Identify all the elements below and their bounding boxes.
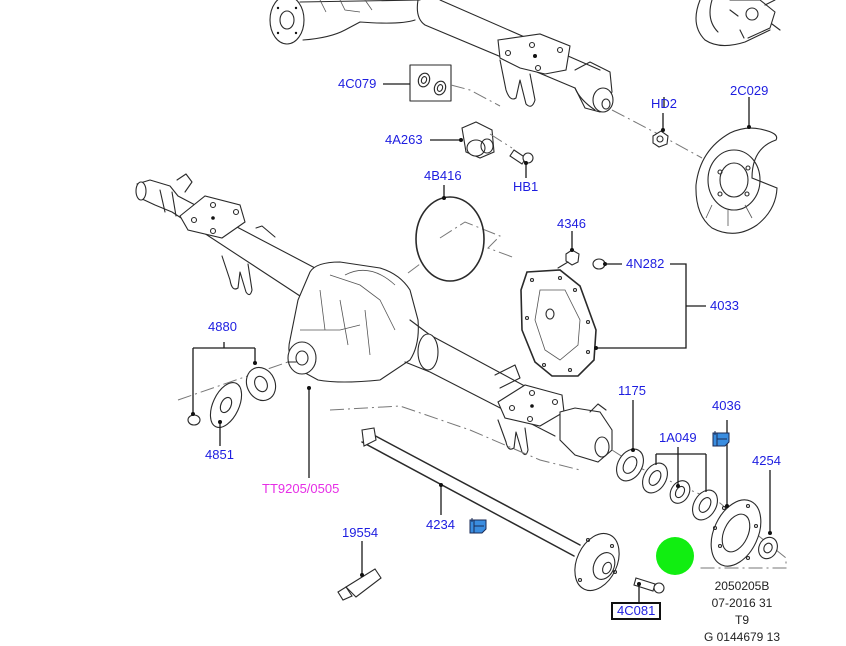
callout-4851[interactable]: 4851 [205, 447, 234, 462]
callout-HB1[interactable]: HB1 [513, 179, 539, 194]
highlight-marker [656, 537, 694, 575]
part-2C029-backing-plate [695, 127, 778, 234]
upper-axle-housing [269, 0, 614, 113]
part-4254-collar [758, 536, 778, 560]
ref-line-2: 07-2016 31 [711, 596, 773, 610]
callout-4346[interactable]: 4346 [557, 216, 586, 231]
callout-19554[interactable]: 19554 [342, 525, 379, 540]
main-axle-housing [135, 173, 613, 463]
callout-4254[interactable]: 4254 [752, 453, 781, 468]
part-4B416-gasket [415, 196, 485, 282]
part-19554-sealant [337, 568, 382, 601]
callout-HD2[interactable]: HD2 [651, 96, 678, 111]
part-4234-axle-shaft [361, 427, 620, 592]
callout-4C081[interactable]: 4C081 [611, 602, 662, 620]
note-icon-4036[interactable] [712, 431, 730, 447]
ref-line-4: G 0144679 13 [703, 630, 781, 644]
note-icon-4234[interactable] [469, 518, 487, 534]
callout-special-tool-TT9205-0505[interactable]: TT9205/0505 [262, 481, 340, 496]
callout-1A049[interactable]: 1A049 [659, 430, 697, 445]
part-4036-retainer-plate [710, 499, 762, 567]
part-HB1-bolt [509, 149, 534, 165]
part-1175-seal [616, 448, 644, 482]
callout-4036[interactable]: 4036 [712, 398, 741, 413]
part-4880-seal [245, 366, 277, 402]
callout-4A263[interactable]: 4A263 [385, 132, 423, 147]
brake-disc [695, 0, 781, 47]
ref-line-1: 2050205B [714, 579, 770, 593]
callout-4033[interactable]: 4033 [710, 298, 739, 313]
part-4C079-seals [409, 64, 501, 107]
part-4880-nut [187, 414, 201, 426]
part-4033-cover [520, 269, 597, 377]
diagram-reference: 2050205B 07-2016 31 T9 G 0144679 13 [692, 578, 792, 646]
callout-4N282[interactable]: 4N282 [626, 256, 665, 271]
part-4A263-bushing [461, 121, 513, 159]
part-1A049-bearings [642, 462, 718, 521]
callout-4B416[interactable]: 4B416 [424, 168, 462, 183]
callout-4880[interactable]: 4880 [208, 319, 237, 334]
callout-4C079[interactable]: 4C079 [338, 76, 377, 91]
callout-4234[interactable]: 4234 [426, 517, 455, 532]
part-4851-flange [209, 382, 243, 428]
part-4346-bolt [557, 249, 580, 269]
part-4C081-bolt [633, 577, 665, 594]
callout-2C029[interactable]: 2C029 [730, 83, 769, 98]
part-HD2-nut [652, 130, 669, 148]
ref-line-3: T9 [734, 613, 749, 627]
callout-1175[interactable]: 1175 [618, 383, 646, 398]
